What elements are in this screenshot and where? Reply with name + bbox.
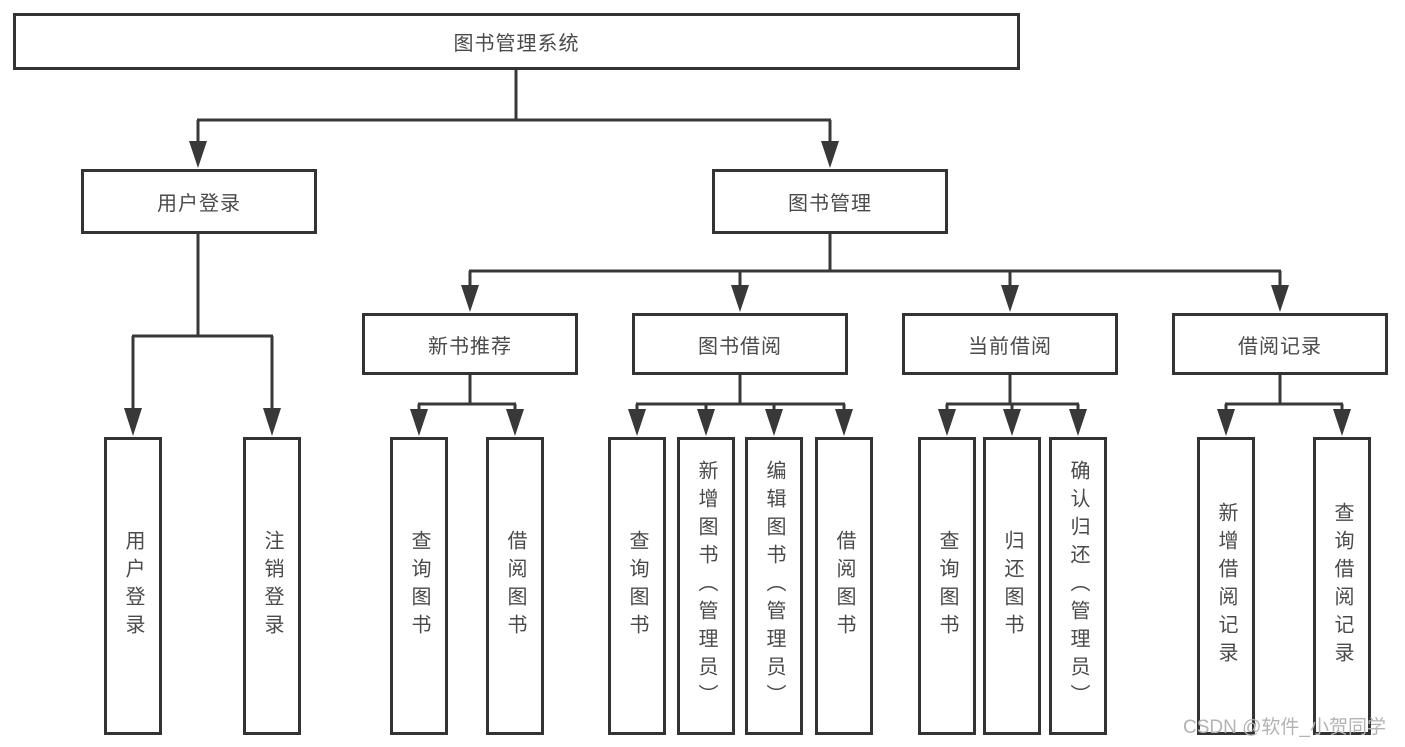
node-label: 用户登录 xyxy=(122,530,144,642)
node-leaf-confirm-return-admin: 确认归还（管理员） xyxy=(1049,437,1107,735)
node-user-login: 用户登录 xyxy=(81,169,317,234)
watermark-text: CSDN @软件_小贺同学 xyxy=(1183,717,1386,738)
connector-new-book-recommendation-to-leaves xyxy=(410,375,524,436)
node-leaf-add-books-admin: 新增图书（管理员） xyxy=(677,437,735,735)
node-label: 借阅记录 xyxy=(1238,335,1322,358)
node-book-borrowing: 图书借阅 xyxy=(632,313,848,375)
node-label: 新增图书（管理员） xyxy=(695,460,717,712)
node-label: 新书推荐 xyxy=(428,335,512,358)
node-leaf-query-books-current: 查询图书 xyxy=(918,437,976,735)
node-label: 查询图书 xyxy=(408,530,430,642)
node-library-management-system: 图书管理系统 xyxy=(13,13,1020,70)
node-borrowing-records: 借阅记录 xyxy=(1172,313,1388,375)
node-leaf-logout: 注销登录 xyxy=(243,437,301,735)
node-leaf-user-login: 用户登录 xyxy=(104,437,162,735)
node-label: 查询图书 xyxy=(626,530,648,642)
connector-book-borrowing-to-leaves xyxy=(628,375,853,436)
node-leaf-borrow-books-recommend: 借阅图书 xyxy=(486,437,544,735)
node-label: 图书管理 xyxy=(788,193,872,215)
node-label: 注销登录 xyxy=(261,530,283,642)
node-label: 借阅图书 xyxy=(504,530,526,642)
node-label: 当前借阅 xyxy=(968,335,1052,358)
node-label: 归还图书 xyxy=(1001,530,1023,642)
node-label: 新增借阅记录 xyxy=(1215,502,1237,670)
node-current-borrowing: 当前借阅 xyxy=(902,313,1118,375)
node-leaf-edit-books-admin: 编辑图书（管理员） xyxy=(745,437,803,735)
node-leaf-query-books-recommend: 查询图书 xyxy=(390,437,448,735)
connector-current-borrowing-to-leaves xyxy=(938,375,1087,436)
node-leaf-borrow-books: 借阅图书 xyxy=(815,437,873,735)
node-leaf-query-books-borrowing: 查询图书 xyxy=(608,437,666,735)
node-label: 查询借阅记录 xyxy=(1331,502,1353,670)
connector-borrowing-records-to-leaves xyxy=(1217,375,1351,436)
node-label: 借阅图书 xyxy=(833,530,855,642)
node-leaf-query-borrow-record: 查询借阅记录 xyxy=(1313,437,1371,735)
node-label: 图书借阅 xyxy=(698,335,782,358)
node-leaf-add-borrow-record: 新增借阅记录 xyxy=(1197,437,1255,735)
node-label: 用户登录 xyxy=(157,193,241,215)
node-leaf-return-books: 归还图书 xyxy=(983,437,1041,735)
node-label: 确认归还（管理员） xyxy=(1067,460,1089,712)
connector-user-login-to-leaves xyxy=(124,234,281,436)
node-label: 编辑图书（管理员） xyxy=(763,460,785,712)
connector-root-to-level2 xyxy=(189,70,839,168)
node-book-management: 图书管理 xyxy=(712,169,948,234)
node-label: 图书管理系统 xyxy=(453,33,580,55)
connector-book-management-to-level3 xyxy=(461,234,1289,312)
node-label: 查询图书 xyxy=(936,530,958,642)
node-new-book-recommendation: 新书推荐 xyxy=(362,313,578,375)
